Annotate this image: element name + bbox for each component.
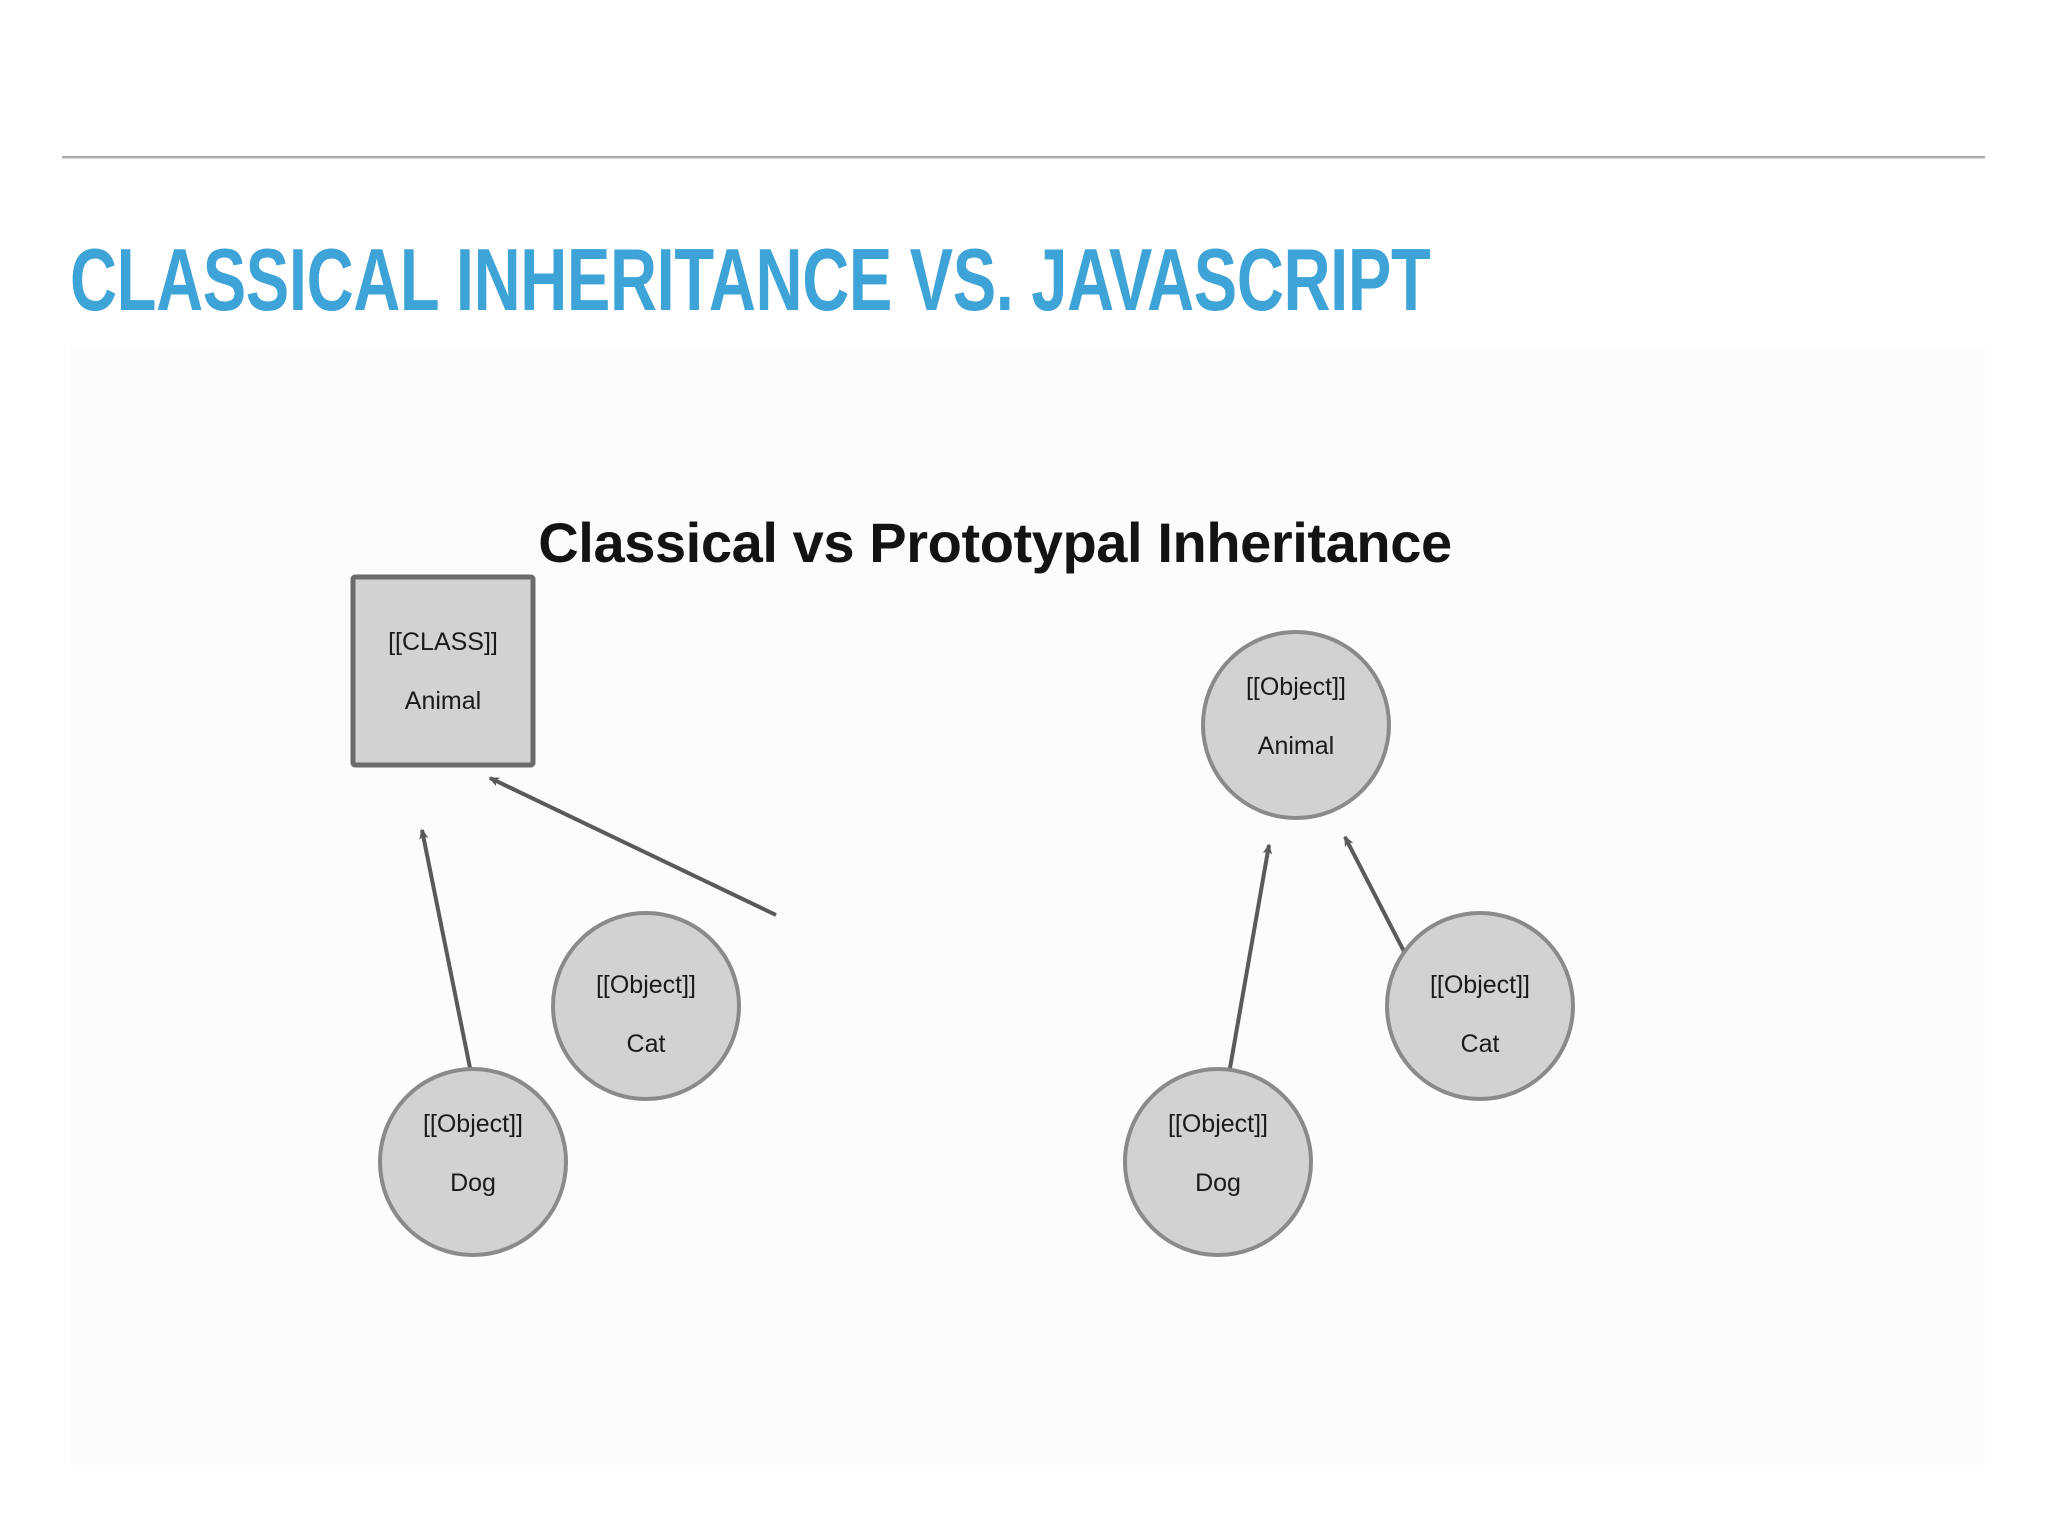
node-tag: [[Object]] [1430, 971, 1530, 999]
diagram-title: Classical vs Prototypal Inheritance [538, 511, 1452, 574]
node-prototypal-cat[interactable]: [[Object]] Cat [1385, 911, 1575, 1101]
header-divider [62, 156, 1985, 159]
node-tag: [[Object]] [423, 1110, 523, 1138]
object-circle-shape [551, 911, 741, 1101]
edge-cat-to-animal-classical [488, 776, 777, 917]
object-circle-shape [1201, 630, 1391, 820]
object-circle-shape [378, 1067, 568, 1257]
object-circle-shape [1385, 911, 1575, 1101]
node-tag: [[Object]] [1168, 1110, 1268, 1138]
node-label: Cat [627, 1030, 666, 1058]
node-label: Animal [1258, 732, 1334, 760]
node-classical-cat[interactable]: [[Object]] Cat [551, 911, 741, 1101]
panel-classical: [[CLASS]] Animal [[Object]] Dog [[Object… [350, 574, 777, 1257]
node-prototypal-dog[interactable]: [[Object]] Dog [1123, 1067, 1313, 1257]
edge-dog-to-animal-classical [419, 828, 472, 1069]
panel-prototypal: [[Object]] Animal [[Object]] Dog [[Objec… [1123, 630, 1575, 1257]
edge-dog-to-animal-prototypal [1228, 843, 1273, 1069]
node-label: Dog [450, 1169, 496, 1197]
node-label: Animal [405, 687, 481, 715]
class-box-shape [350, 574, 536, 768]
node-label: Cat [1461, 1030, 1500, 1058]
node-tag: [[Object]] [1246, 673, 1346, 701]
object-circle-shape [1123, 1067, 1313, 1257]
diagram-illustration: Classical vs Prototypal Inheritance [[CL… [70, 345, 1985, 1465]
node-tag: [[Object]] [596, 971, 696, 999]
node-label: Dog [1195, 1169, 1241, 1197]
node-classical-dog[interactable]: [[Object]] Dog [378, 1067, 568, 1257]
page-title: CLASSICAL INHERITANCE VS. JAVASCRIPT [70, 230, 1431, 329]
node-classical-animal[interactable]: [[CLASS]] Animal [350, 574, 536, 768]
node-prototypal-animal[interactable]: [[Object]] Animal [1201, 630, 1391, 820]
inheritance-diagram-svg: [[CLASS]] Animal [[Object]] Dog [[Object… [350, 574, 1575, 1257]
node-tag: [[CLASS]] [388, 628, 498, 656]
